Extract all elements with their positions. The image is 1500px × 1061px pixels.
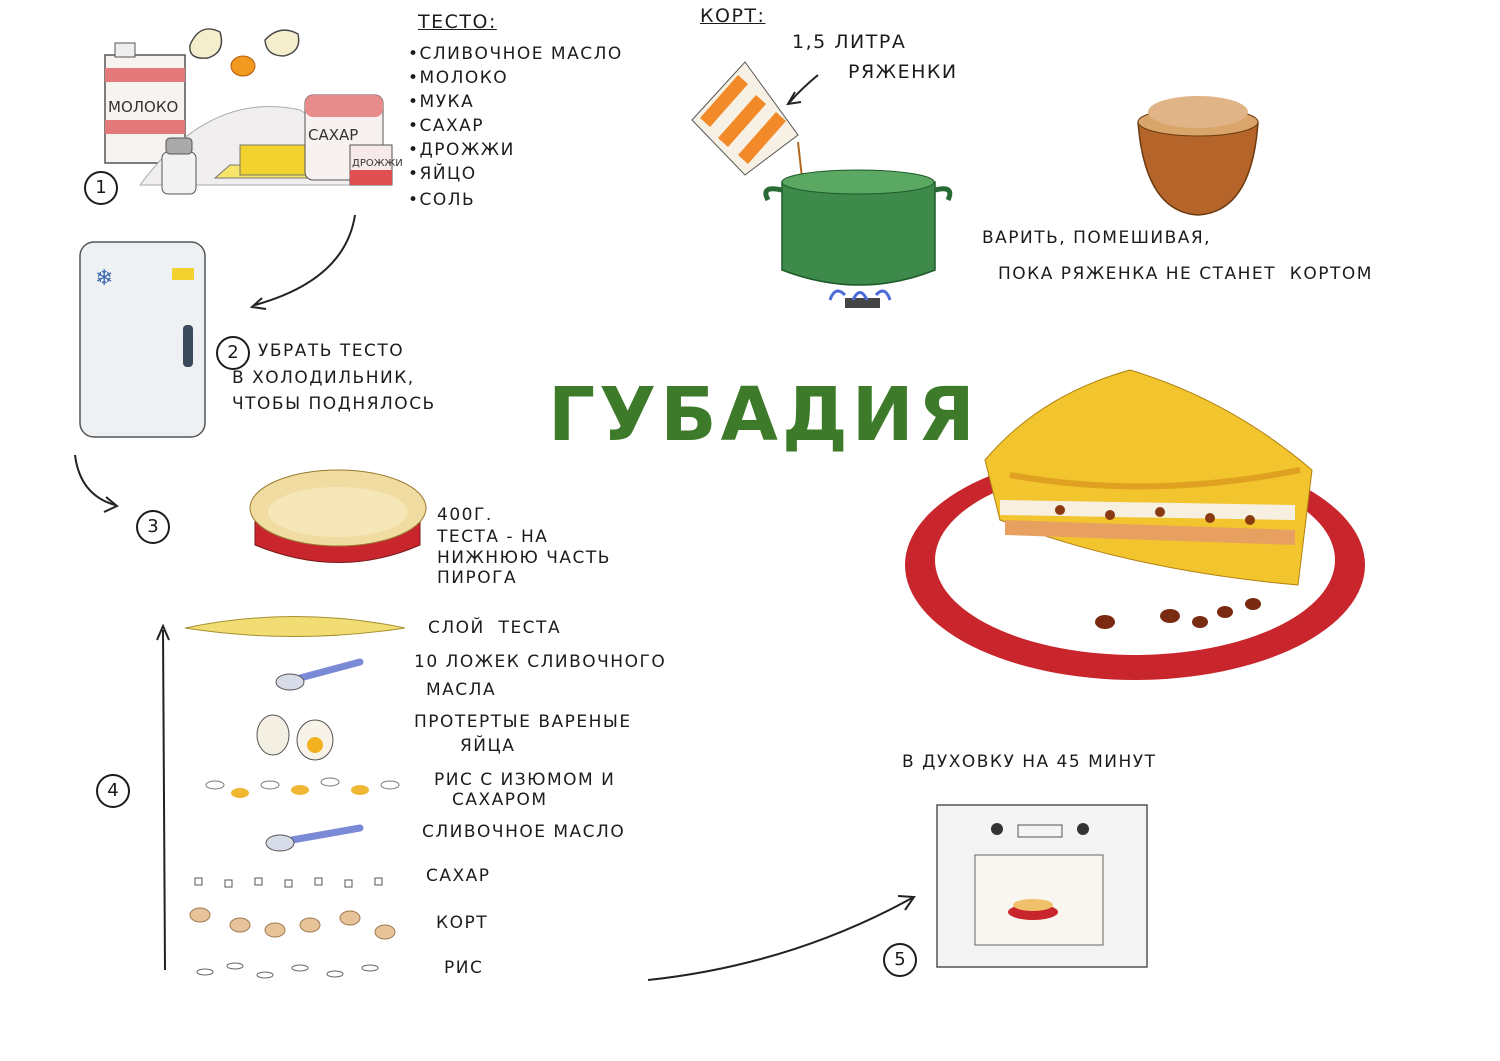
- spoon-butter-icon: [275, 658, 364, 691]
- step3-text-line: ПИРОГА: [437, 568, 518, 588]
- step3-text-line: ТЕСТА - НА: [437, 527, 549, 547]
- layer-label: КОРТ: [436, 913, 489, 933]
- dough-item: •ЯЙЦО: [408, 164, 477, 184]
- fridge-icon: ❄: [79, 241, 206, 438]
- layer-label: СЛОЙ ТЕСТА: [428, 618, 562, 638]
- step-4-badge: 4: [96, 774, 130, 808]
- step3-text-line: 400Г.: [437, 505, 493, 525]
- dough-item: •МОЛОКО: [408, 68, 509, 88]
- pie-tin-icon: [249, 469, 427, 563]
- layer-label: СЛИВОЧНОЕ МАСЛО: [422, 822, 626, 842]
- dough-item: •ДРОЖЖИ: [408, 140, 515, 160]
- milk-carton-icon: МОЛОКО: [104, 42, 186, 164]
- dough-item: •СОЛЬ: [408, 190, 476, 210]
- kort-amount-line2: РЯЖЕНКИ: [848, 61, 958, 83]
- arrow-layers-up: [162, 629, 166, 971]
- step-2-badge: 2: [216, 336, 250, 370]
- dough-layer-icon: [184, 616, 406, 637]
- kort-bowl-icon: [1137, 96, 1259, 216]
- dough-item: •САХАР: [408, 116, 485, 136]
- arrow-step2-to-step3: [74, 454, 116, 506]
- step2-text-line: ЧТОБЫ ПОДНЯЛОСЬ: [232, 394, 436, 414]
- svg-text:ДРОЖЖИ: ДРОЖЖИ: [352, 158, 403, 169]
- arrow-to-oven: [647, 897, 913, 981]
- flame-icon: [828, 289, 892, 301]
- svg-text:САХАР: САХАР: [308, 126, 358, 144]
- arrow-kort-pack: [789, 74, 819, 103]
- pie-plate-icon: [905, 369, 1365, 680]
- spoon-butter-2-icon: [265, 824, 364, 852]
- step-3-badge: 3: [136, 510, 170, 544]
- layer-label: МАСЛА: [426, 680, 497, 700]
- kort-heading: КОРТ:: [700, 5, 766, 27]
- yeast-pack-icon: ДРОЖЖИ: [349, 144, 403, 186]
- svg-text:❄: ❄: [95, 266, 113, 291]
- kort-crumbs-icon: [189, 907, 396, 940]
- egg-icon: [189, 28, 300, 77]
- kort-amount-line1: 1,5 ЛИТРА: [792, 31, 907, 53]
- layer-label: САХАР: [426, 866, 491, 886]
- step-1-badge: 1: [84, 171, 118, 205]
- sugar-cubes-icon: [194, 877, 383, 888]
- rice-raisin-sugar-icon: [205, 777, 400, 798]
- step5-text: В ДУХОВКУ НА 45 МИНУТ: [902, 752, 1157, 772]
- boiled-eggs-icon: [256, 714, 334, 761]
- step3-text-line: НИЖНЮЮ ЧАСТЬ: [437, 548, 611, 568]
- svg-text:МОЛОКО: МОЛОКО: [108, 98, 178, 116]
- rice-grains-icon: [196, 962, 379, 979]
- step2-text-line: В ХОЛОДИЛЬНИК,: [232, 368, 415, 388]
- salt-shaker-icon: [161, 137, 197, 195]
- layer-label: САХАРОМ: [452, 790, 548, 810]
- dough-item: •СЛИВОЧНОЕ МАСЛО: [408, 44, 623, 64]
- pot-icon: [763, 169, 953, 308]
- layer-label: РИС: [444, 958, 484, 978]
- arrow-step1-to-step2: [254, 214, 356, 306]
- dough-heading: ТЕСТО:: [418, 11, 497, 33]
- layer-label: ЯЙЦА: [460, 736, 516, 756]
- step-5-badge: 5: [883, 943, 917, 977]
- kort-instruction-line1: ВАРИТЬ, ПОМЕШИВАЯ,: [982, 228, 1212, 248]
- oven-icon: [936, 804, 1148, 968]
- dough-item: •МУКА: [408, 92, 475, 112]
- layer-label: ПРОТЕРТЫЕ ВАРЕНЫЕ: [414, 712, 632, 732]
- kort-instruction-line2: ПОКА РЯЖЕНКА НЕ СТАНЕТ КОРТОМ: [998, 264, 1373, 284]
- step2-text-line: УБРАТЬ ТЕСТО: [258, 341, 405, 361]
- ryazhenka-pack-icon: [691, 61, 799, 176]
- layer-label: 10 ЛОЖЕК СЛИВОЧНОГО: [414, 652, 667, 672]
- page-title: ГУБАДИЯ: [548, 372, 979, 458]
- layer-label: РИС С ИЗЮМОМ И: [434, 770, 616, 790]
